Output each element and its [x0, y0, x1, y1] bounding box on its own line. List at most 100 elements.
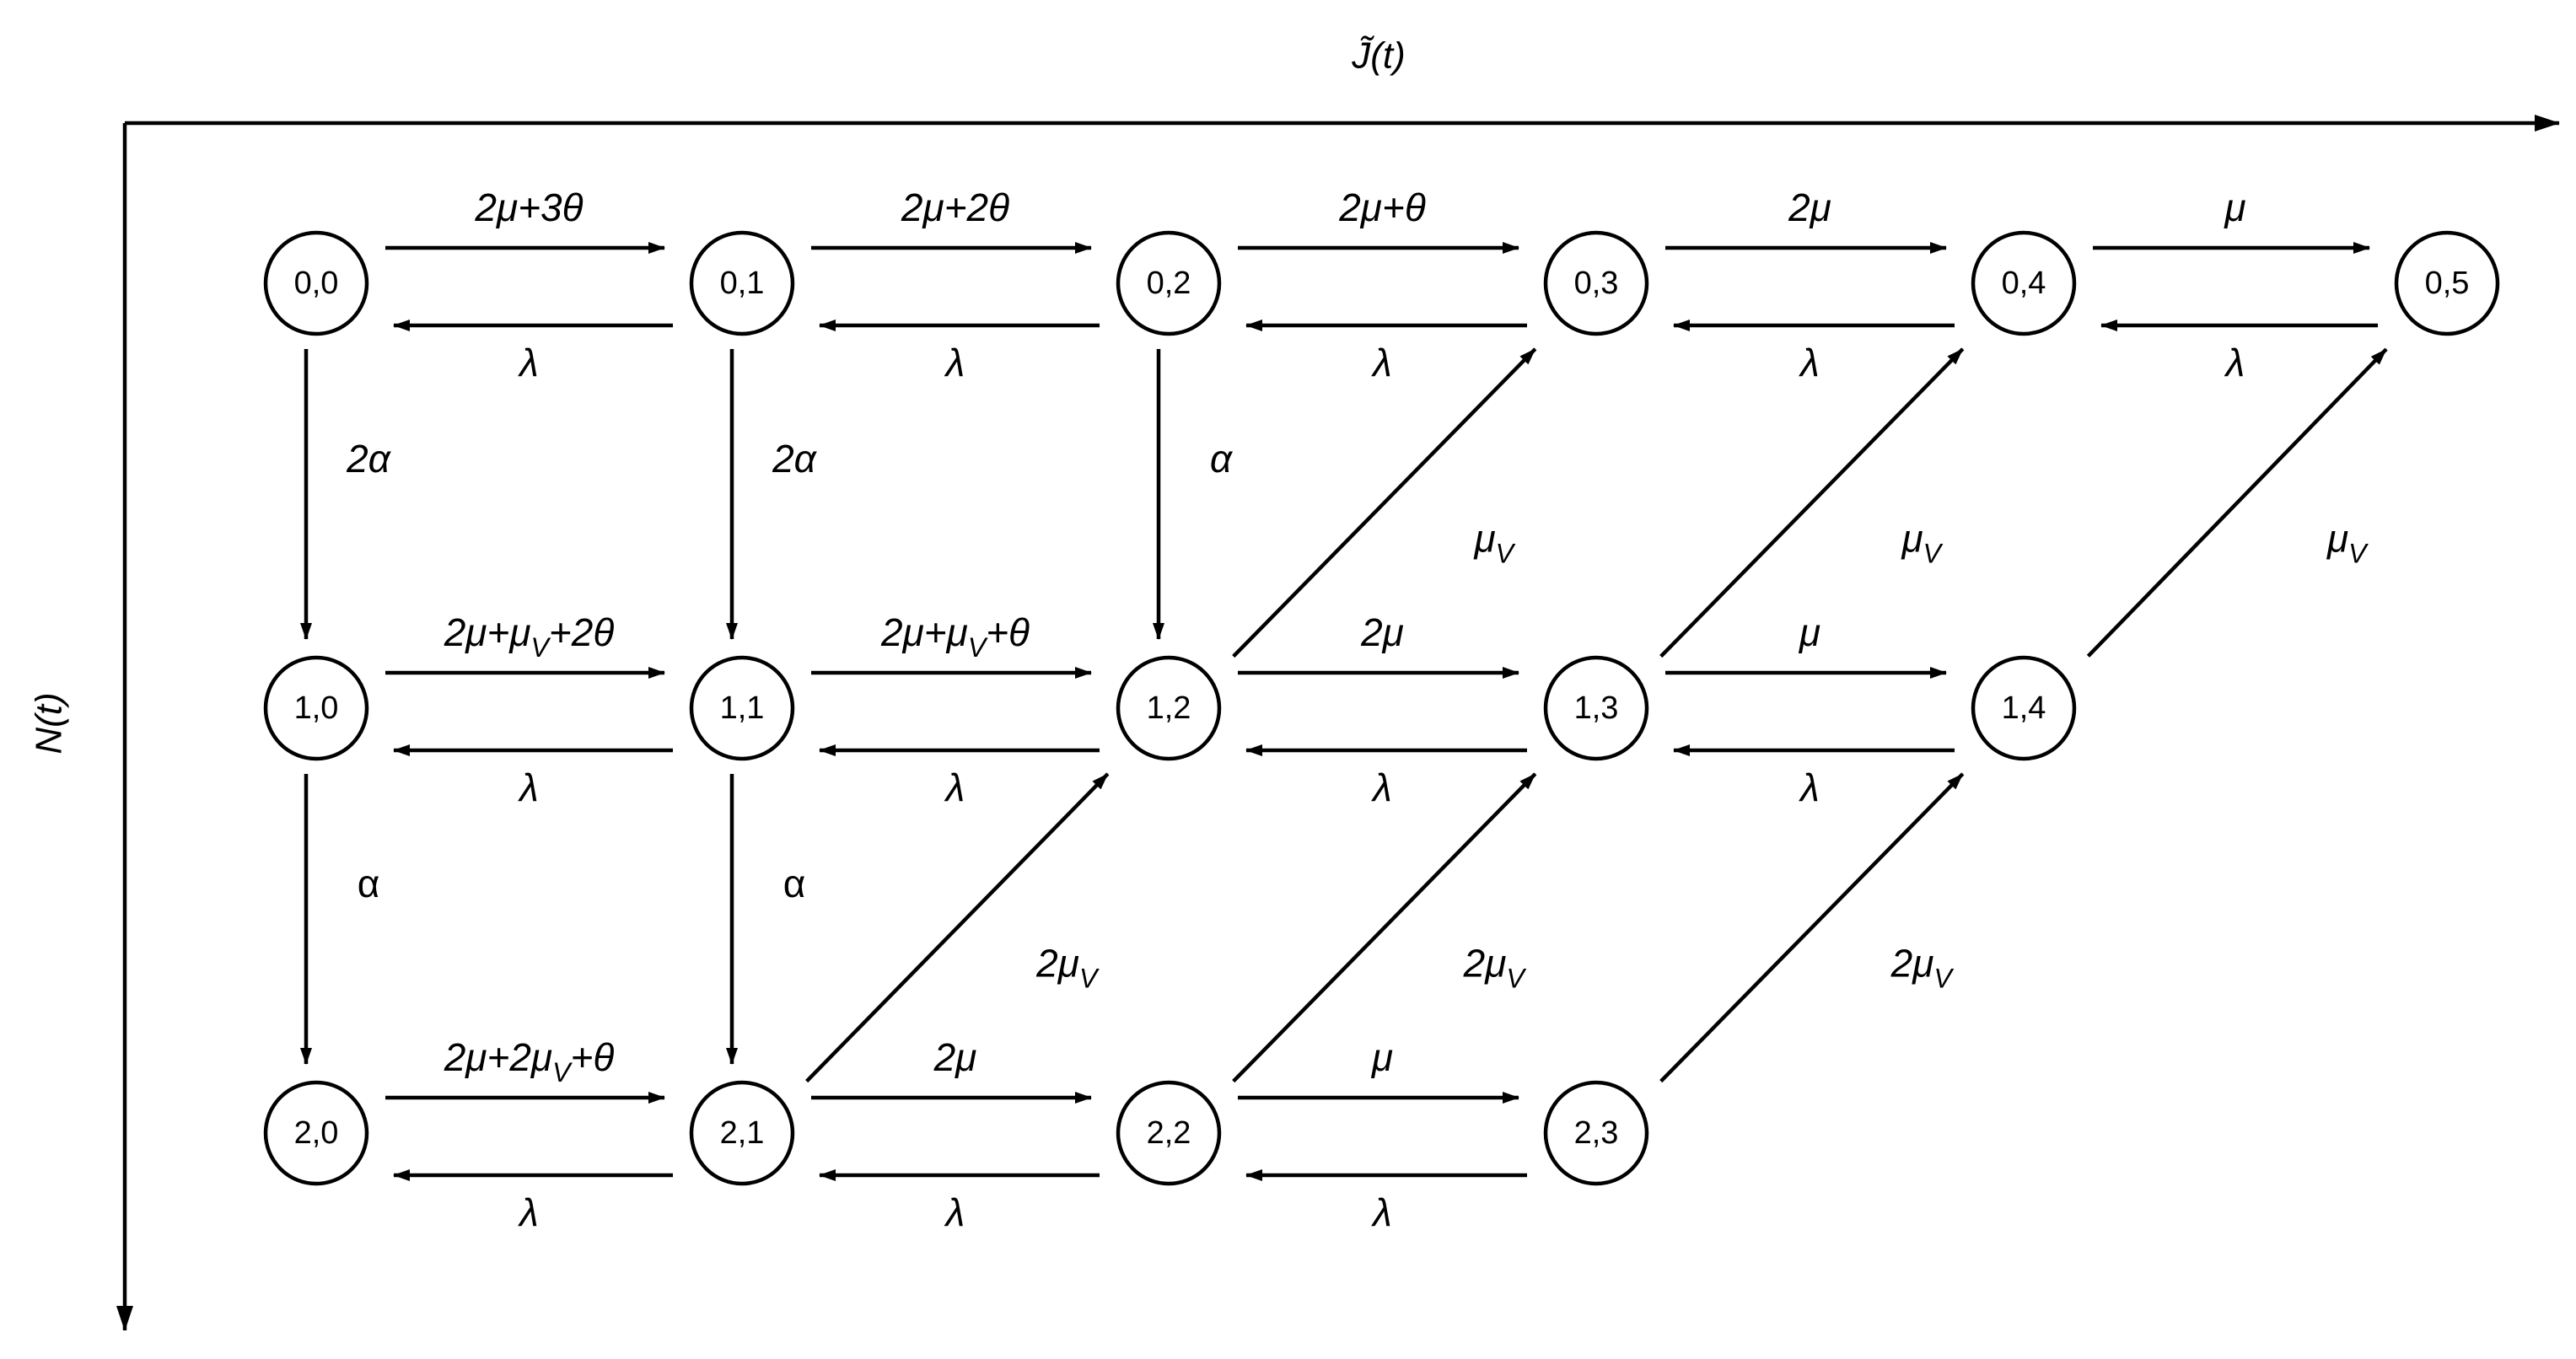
state-node-2-3: 2,3	[1543, 1080, 1649, 1186]
transition-rate-label: λ	[1370, 765, 1392, 809]
transition-rate-label: μ	[1371, 1035, 1393, 1079]
transition-0-4-to-0-5: μ	[2093, 185, 2370, 254]
transition-2-0-to-2-1: 2μ+2μV+θ	[385, 1035, 665, 1104]
transition-0-3-to-0-4: 2μ	[1665, 185, 1947, 254]
transition-rate-label: 2α	[346, 437, 392, 481]
state-circle	[689, 1080, 795, 1186]
transition-arrow	[1232, 347, 1537, 658]
transition-rate-label: λ	[944, 341, 965, 384]
transition-1-1-to-2-1: α	[726, 774, 805, 1065]
transition-1-3-to-1-2: λ	[1245, 744, 1527, 809]
state-circle	[1543, 230, 1649, 336]
state-circle	[1116, 655, 1222, 761]
state-label: 2,0	[294, 1115, 339, 1151]
transition-1-0-to-1-1: 2μ+μV+2θ	[385, 610, 665, 679]
transition-1-3-to-0-4: μV	[1659, 347, 1965, 658]
state-label: 2,3	[1574, 1115, 1619, 1151]
transition-1-4-to-1-3: λ	[1673, 744, 1955, 809]
transition-rate-label: λ	[2224, 341, 2245, 384]
transition-0-0-to-0-1: 2μ+3θ	[385, 185, 665, 254]
transition-rate-label: λ	[1798, 341, 1820, 384]
transition-arrow	[805, 772, 1110, 1083]
state-label: 0,5	[2425, 266, 2470, 301]
edges-layer: 2μ+3θλ2μ+2θλ2μ+θλ2μλμλ2μ+μV+2θλ2μ+μV+θλ2…	[300, 185, 2388, 1234]
transition-rate-label: μV	[2326, 516, 2369, 568]
state-label: 0,2	[1147, 266, 1191, 301]
transition-1-0-to-2-0: α	[300, 774, 379, 1065]
state-label: 1,3	[1574, 690, 1619, 726]
transition-rate-label: 2μ+μV+θ	[880, 610, 1030, 663]
transition-0-4-to-0-3: λ	[1673, 320, 1955, 384]
transition-1-2-to-1-3: 2μ	[1238, 610, 1519, 679]
transition-2-1-to-2-0: λ	[393, 1169, 673, 1234]
state-node-0-4: 0,4	[1971, 230, 2077, 336]
transition-rate-label: 2μ+2θ	[901, 185, 1009, 229]
state-node-0-0: 0,0	[263, 230, 369, 336]
transition-rate-label: μ	[2224, 185, 2245, 229]
transition-rate-label: 2μ	[933, 1035, 977, 1079]
state-node-2-0: 2,0	[263, 1080, 369, 1186]
state-node-1-2: 1,2	[1116, 655, 1222, 761]
state-label: 1,2	[1147, 690, 1191, 726]
transition-2-2-to-2-1: λ	[819, 1169, 1100, 1234]
state-circle	[1971, 655, 2077, 761]
state-circle	[263, 1080, 369, 1186]
transition-rate-label: λ	[517, 341, 539, 384]
x-axis-label: J̃(t)	[1351, 35, 1406, 77]
transition-rate-label: 2μ+μV+2θ	[444, 610, 615, 663]
transition-arrow	[1659, 772, 1965, 1083]
transition-0-1-to-0-2: 2μ+2θ	[811, 185, 1092, 254]
transition-1-1-to-1-2: 2μ+μV+θ	[811, 610, 1092, 679]
state-label: 1,4	[2002, 690, 2046, 726]
state-circle	[689, 655, 795, 761]
state-circle	[1116, 230, 1222, 336]
transition-2-1-to-2-2: 2μ	[811, 1035, 1092, 1104]
transition-1-4-to-0-5: μV	[2086, 347, 2388, 658]
transition-rate-label: λ	[1370, 341, 1392, 384]
transition-2-2-to-1-3: 2μV	[1232, 772, 1537, 1083]
transition-rate-label: μ	[1799, 610, 1820, 654]
transition-1-2-to-1-1: λ	[819, 744, 1100, 809]
state-node-1-1: 1,1	[689, 655, 795, 761]
state-label: 0,3	[1574, 266, 1619, 301]
state-circle	[2394, 230, 2500, 336]
transition-rate-label: 2α	[772, 437, 818, 481]
state-node-0-1: 0,1	[689, 230, 795, 336]
state-label: 1,0	[294, 690, 339, 726]
state-node-0-5: 0,5	[2394, 230, 2500, 336]
transition-0-1-to-0-0: λ	[393, 320, 673, 384]
state-circle	[1971, 230, 2077, 336]
transition-rate-label: λ	[1370, 1190, 1392, 1234]
state-circle	[263, 655, 369, 761]
transition-1-2-to-0-3: μV	[1232, 347, 1537, 658]
transition-rate-label: λ	[517, 765, 539, 809]
transition-0-1-to-1-1: 2α	[726, 349, 818, 640]
transition-arrow	[1659, 347, 1965, 658]
state-node-1-3: 1,3	[1543, 655, 1649, 761]
transition-rate-label: 2μV	[1463, 941, 1527, 993]
transition-0-0-to-1-0: 2α	[300, 349, 392, 640]
transition-2-2-to-2-3: μ	[1238, 1035, 1519, 1104]
transition-rate-label: μV	[1473, 516, 1515, 568]
transition-0-2-to-0-3: 2μ+θ	[1238, 185, 1519, 254]
transition-rate-label: μV	[1901, 516, 1943, 568]
y-axis-label: N(t)	[29, 692, 70, 754]
transition-0-5-to-0-4: λ	[2100, 320, 2378, 384]
transition-rate-label: 2μV	[1035, 941, 1100, 993]
transition-rate-label: α	[1210, 437, 1234, 481]
transition-1-1-to-1-0: λ	[393, 744, 673, 809]
state-circle	[1543, 1080, 1649, 1186]
transition-rate-label: 2μ	[1360, 610, 1404, 654]
state-node-1-4: 1,4	[1971, 655, 2077, 761]
state-label: 0,4	[2002, 266, 2046, 301]
state-node-2-2: 2,2	[1116, 1080, 1222, 1186]
transition-rate-label: λ	[1798, 765, 1820, 809]
transition-arrow	[2086, 347, 2388, 658]
transition-rate-label: 2μ+3θ	[474, 185, 583, 229]
state-circle	[263, 230, 369, 336]
transition-rate-label: λ	[517, 1190, 539, 1234]
state-circle	[1116, 1080, 1222, 1186]
